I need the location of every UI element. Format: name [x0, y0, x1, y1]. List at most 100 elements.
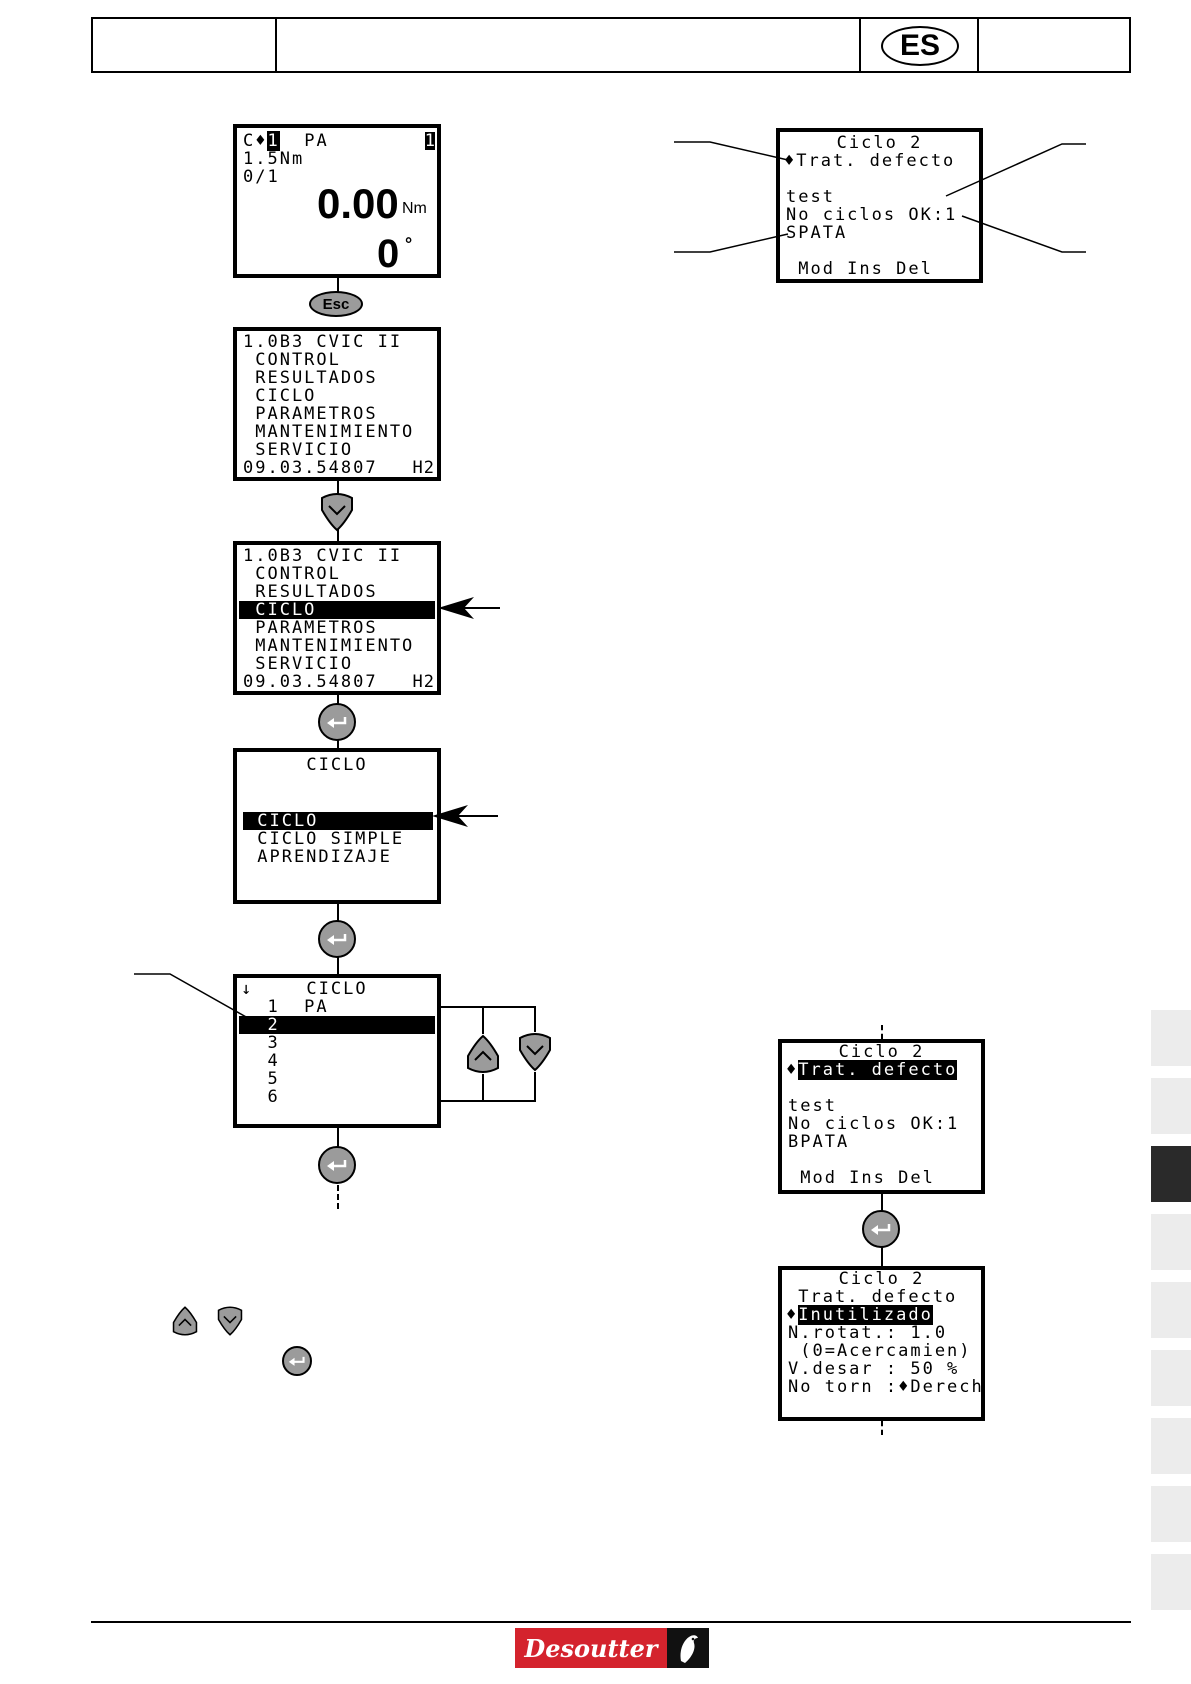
enter-button[interactable] — [862, 1210, 900, 1248]
selector-icon: ♦ — [786, 1060, 799, 1080]
bracket-line — [441, 1100, 536, 1102]
menu-item-maintenance: MANTENIMIENTO — [243, 422, 415, 442]
cycle-list-item-selected: 2 — [243, 1015, 280, 1035]
default-treatment: ♦Trat. defecto — [784, 151, 956, 171]
up-arrow-button[interactable] — [466, 1034, 500, 1074]
rotations-hint: (0=Acercamien) — [788, 1341, 972, 1361]
default-treatment-screen: Ciclo 2 Trat. defecto ♦Inutilizado N.rot… — [778, 1266, 985, 1421]
down-arrow-button[interactable] — [320, 492, 354, 532]
enter-icon — [288, 1356, 305, 1366]
chapter-tab[interactable] — [1151, 1214, 1191, 1270]
chapter-tab[interactable] — [1151, 1418, 1191, 1474]
default-treatment-selected: Trat. defecto — [798, 1060, 958, 1080]
language-badge: ES — [881, 26, 959, 66]
menu-footer-version: H2 — [412, 458, 435, 478]
chapter-tab[interactable] — [1151, 1486, 1191, 1542]
bird-logo-icon — [680, 1635, 698, 1663]
flow-continuation — [337, 1185, 339, 1209]
chapter-tab[interactable] — [1151, 1078, 1191, 1134]
screen-title: Ciclo 2 — [838, 1042, 925, 1062]
menu-item-cycle-selected: CICLO — [243, 600, 317, 620]
unscrew-speed-field: V.desar : 50 % — [788, 1359, 960, 1379]
cycle-badge: 1 — [424, 131, 435, 151]
callout-leaders — [674, 141, 1086, 253]
softkeys: Mod Ins Del — [786, 259, 933, 279]
menu-item-control: CONTROL — [243, 564, 341, 584]
chevron-down-icon — [321, 493, 353, 532]
selector-icon: ♦ — [786, 1305, 799, 1325]
down-arrow-button[interactable] — [518, 1032, 552, 1072]
torque-unit: Nm — [402, 200, 427, 217]
cycle-list-item: 4 — [243, 1051, 280, 1071]
chapter-tab[interactable] — [1151, 1554, 1191, 1610]
chevron-down-icon — [217, 1306, 243, 1336]
enter-button[interactable] — [318, 703, 356, 741]
counter: 0/1 — [243, 167, 280, 187]
main-menu-screen: 1.0B3 CVIC II CONTROL RESULTADOS CICLO P… — [233, 327, 441, 481]
torque-value: 0.00 — [317, 180, 399, 227]
menu-item-parameters: PARAMETROS — [243, 618, 378, 638]
cycle-list-screen: ↓ CICLO 1 PA 2 3 4 5 6 — [233, 974, 441, 1128]
cycle-list-item: 6 — [243, 1087, 280, 1107]
page-header — [91, 17, 1131, 73]
footer-divider — [91, 1621, 1131, 1623]
cycle-2-screen: Ciclo 2 ♦Trat. defecto test No ciclos OK… — [776, 128, 983, 283]
header-divider — [275, 19, 277, 71]
menu-item-cycle: CICLO — [243, 386, 317, 406]
menu-item-results: RESULTADOS — [243, 582, 378, 602]
bracket-line — [441, 1006, 536, 1008]
angle-unit: ° — [405, 234, 413, 254]
submenu-item-learning: APRENDIZAJE — [245, 847, 392, 867]
header-divider — [977, 19, 979, 71]
flow-continuation — [881, 1025, 883, 1039]
default-treatment: Trat. defecto — [786, 1287, 958, 1307]
chevron-up-icon — [172, 1306, 198, 1336]
ok-cycles: No ciclos OK:1 — [788, 1114, 960, 1134]
selection-bar — [239, 601, 435, 619]
chapter-tab[interactable] — [1151, 1350, 1191, 1406]
menu-footer-code: 09.03.54807 — [243, 458, 378, 478]
cycle-list-item: 1 PA — [243, 997, 329, 1017]
submenu-item-simple-cycle: CICLO SIMPLE — [245, 829, 405, 849]
cycle-submenu-screen: CICLO CICLO CICLO SIMPLE APRENDIZAJE — [233, 748, 441, 904]
chapter-tab[interactable] — [1151, 1010, 1191, 1066]
cycle-name: test — [788, 1096, 837, 1116]
screen-title: Ciclo 2 — [836, 133, 923, 153]
header-divider — [859, 19, 861, 71]
brand-name: Desoutter — [515, 1628, 667, 1668]
cycle-2-screen-selected: Ciclo 2 ♦Trat. defecto test No ciclos OK… — [778, 1039, 985, 1194]
enter-button[interactable] — [318, 920, 356, 958]
enter-icon — [327, 717, 347, 728]
menu-item-control: CONTROL — [243, 350, 341, 370]
menu-item-maintenance: MANTENIMIENTO — [243, 636, 415, 656]
screen-title: Ciclo 2 — [838, 1269, 925, 1289]
menu-item-results: RESULTADOS — [243, 368, 378, 388]
target-torque: 1.5Nm — [243, 149, 305, 169]
selection-bar — [243, 812, 433, 830]
angle-value: 0 — [377, 232, 400, 276]
enter-button[interactable] — [282, 1346, 312, 1376]
pointer-arrow-icon — [438, 597, 500, 619]
esc-button[interactable]: Esc — [309, 291, 363, 317]
menu-line: 1.0B3 CVIC II — [243, 332, 403, 352]
scroll-down-icon: ↓ — [241, 979, 254, 999]
pointer-arrow-icon — [432, 805, 498, 827]
softkeys: Mod Ins Del — [788, 1168, 935, 1188]
cycle-phases: SPATA — [786, 223, 848, 243]
enter-icon — [871, 1224, 891, 1235]
up-arrow-button[interactable] — [172, 1305, 198, 1337]
main-menu-screen-selected: 1.0B3 CVIC II CONTROL RESULTADOS CICLO P… — [233, 541, 441, 695]
enter-icon — [327, 934, 347, 945]
submenu-item-cycle: CICLO — [245, 811, 319, 831]
chapter-tab[interactable] — [1151, 1282, 1191, 1338]
enter-button[interactable] — [318, 1146, 356, 1184]
enter-icon — [327, 1160, 347, 1171]
chevron-down-icon — [519, 1033, 551, 1072]
chapter-tab-active[interactable] — [1151, 1146, 1191, 1202]
down-arrow-button[interactable] — [217, 1305, 243, 1337]
cycle-name: PA — [279, 131, 329, 151]
rotations-field: N.rotat.: 1.0 — [788, 1323, 948, 1343]
main-screen: C♦1 PA 1 1.5Nm 0/1 0.00 Nm 0 ° — [233, 124, 441, 278]
menu-item-parameters: PARAMETROS — [243, 404, 378, 424]
cycle-indicator: C♦ — [243, 131, 268, 151]
